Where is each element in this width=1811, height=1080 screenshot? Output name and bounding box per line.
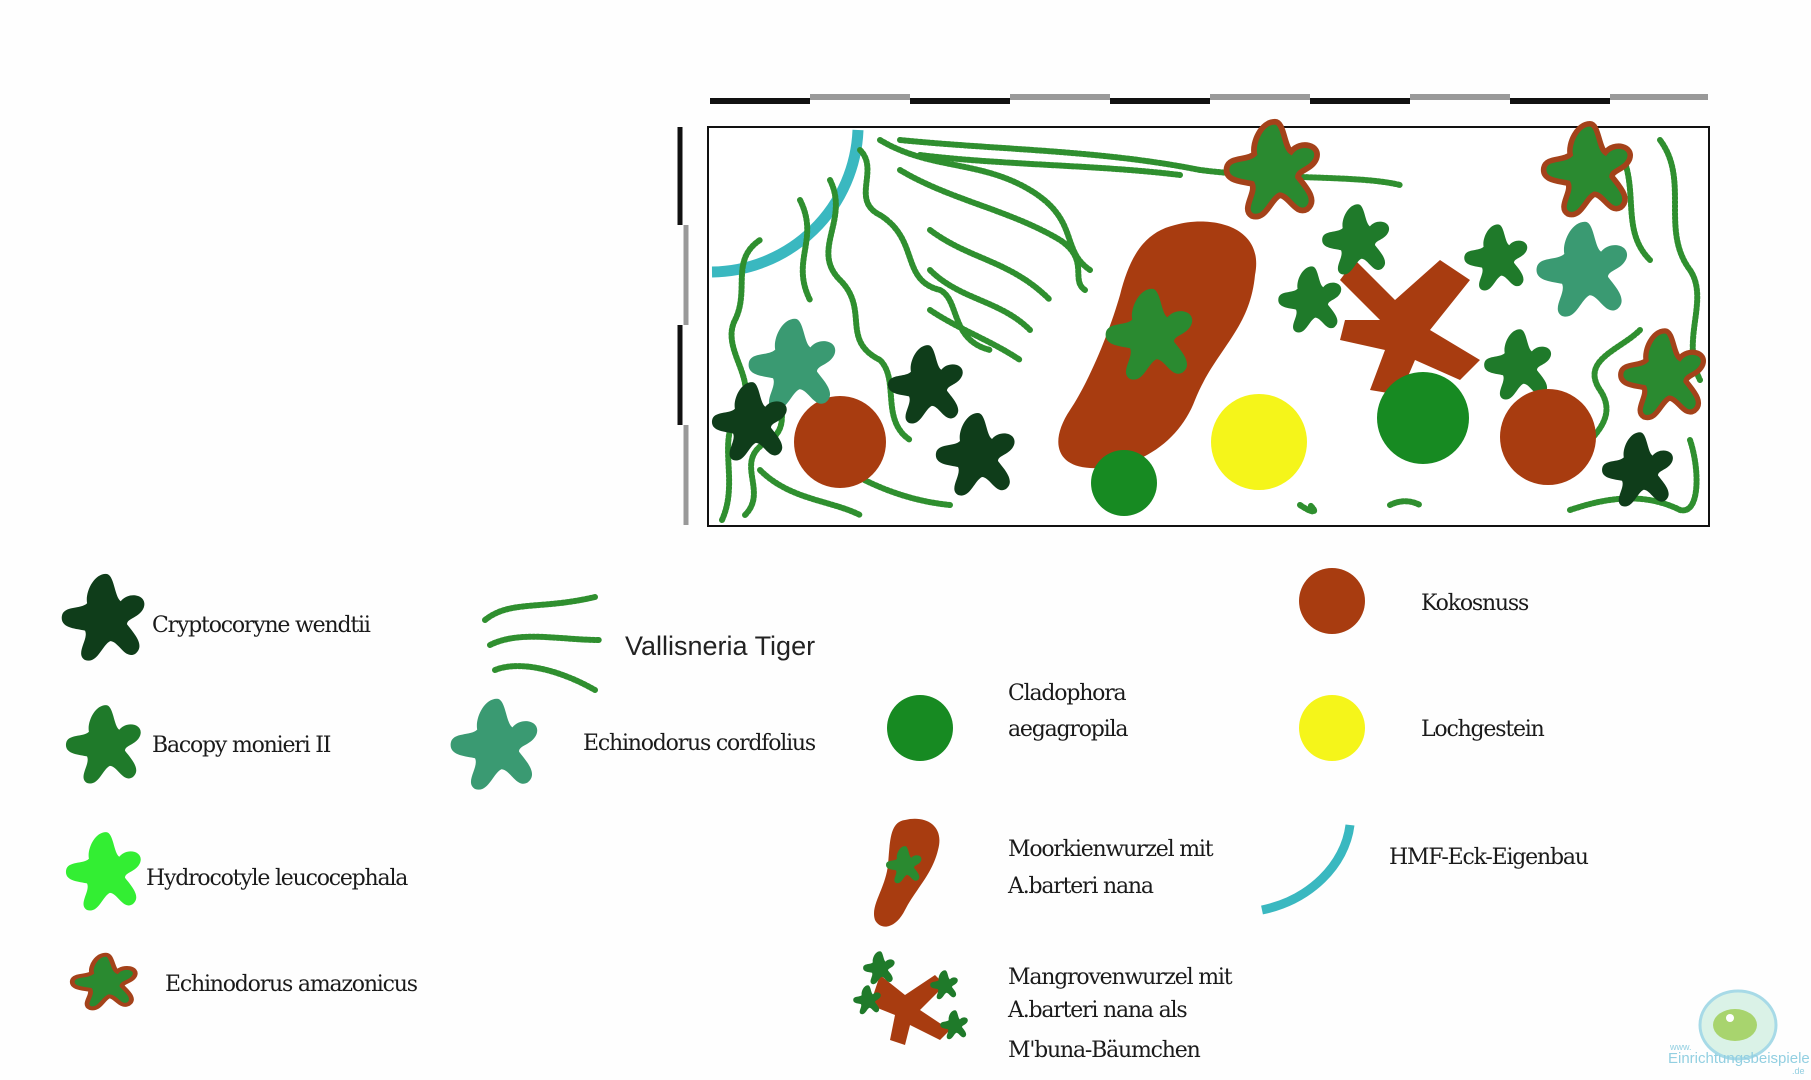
cladophora-ball (1377, 372, 1469, 464)
legend-label: A.barteri nana als (1007, 998, 1187, 1023)
legend-label: A.barteri nana (1007, 874, 1154, 899)
top-ruler (710, 94, 1708, 104)
legend-label: aegagropila (1008, 717, 1128, 742)
legend-item-moorkien: Moorkienwurzel mit A.barteri nana (873, 818, 1215, 927)
cordfolius-icon (450, 698, 538, 790)
legend-item-vallisneria: Vallisneria Tiger (482, 594, 815, 693)
vallisneria-icon (482, 594, 603, 693)
legend-item-kokosnuss: Kokosnuss (1299, 568, 1530, 634)
legend-item-amazonicus: Echinodorus amazonicus (72, 955, 419, 1009)
legend-label: Lochgestein (1421, 717, 1545, 742)
watermark-logo: www. Einrichtungsbeispiele .de (1668, 989, 1810, 1076)
legend-label: Hydrocotyle leucocephala (146, 866, 408, 891)
hmf-icon (1261, 824, 1355, 915)
mangrove-root (1340, 260, 1480, 395)
legend-label: HMF-Eck-Eigenbau (1389, 845, 1589, 870)
legend-label: Echinodorus amazonicus (165, 972, 418, 997)
legend-label: Echinodorus cordfolius (583, 731, 816, 756)
kokosnuss-left (794, 396, 886, 488)
legend-label: Kokosnuss (1421, 591, 1529, 616)
legend-item-cryptocoryne: Cryptocoryne wendtii (61, 573, 372, 661)
left-ruler (677, 127, 689, 525)
legend-item-cladophora: Cladophora aegagropila (887, 681, 1130, 761)
legend-label: Cryptocoryne wendtii (152, 613, 371, 638)
legend-label: Vallisneria Tiger (625, 631, 815, 661)
legend-label: Cladophora (1008, 681, 1127, 706)
tank-plan (677, 94, 1710, 527)
kokosnuss-right (1500, 389, 1596, 485)
legend-item-hmf: HMF-Eck-Eigenbau (1261, 824, 1590, 915)
cladophora-ball (1091, 450, 1157, 516)
legend-item-cordfolius: Echinodorus cordfolius (450, 698, 817, 790)
legend-label: M'buna-Bäumchen (1008, 1038, 1201, 1063)
legend-label: Bacopy monieri II (152, 733, 331, 758)
legend-label: Mangrovenwurzel mit (1008, 965, 1233, 990)
cryptocoryne-icon (61, 573, 145, 661)
lochgestein-stone (1211, 394, 1307, 490)
amazonicus-icon (72, 955, 135, 1009)
legend-item-mangrove: Mangrovenwurzel mit A.barteri nana als M… (853, 951, 1234, 1063)
watermark-prefix: www. (1669, 1042, 1692, 1052)
legend-item-bacopa: Bacopy monieri II (65, 705, 332, 784)
cladophora-icon (887, 695, 953, 761)
hydrocotyle-icon (65, 832, 141, 911)
watermark-suffix: .de (1792, 1066, 1805, 1076)
bacopa-icon (65, 705, 141, 784)
lochgestein-icon (1299, 695, 1365, 761)
mangrove-icon (853, 951, 968, 1045)
watermark-name: Einrichtungsbeispiele (1668, 1050, 1810, 1067)
moorkien-icon (873, 818, 940, 927)
vallisneria-plants (719, 137, 1703, 523)
legend: Cryptocoryne wendtii Bacopy monieri II H… (61, 568, 1590, 1063)
legend-label: Moorkienwurzel mit (1008, 837, 1214, 862)
legend-item-lochgestein: Lochgestein (1299, 695, 1546, 761)
legend-item-hydrocotyle: Hydrocotyle leucocephala (65, 832, 409, 911)
kokosnuss-icon (1299, 568, 1365, 634)
